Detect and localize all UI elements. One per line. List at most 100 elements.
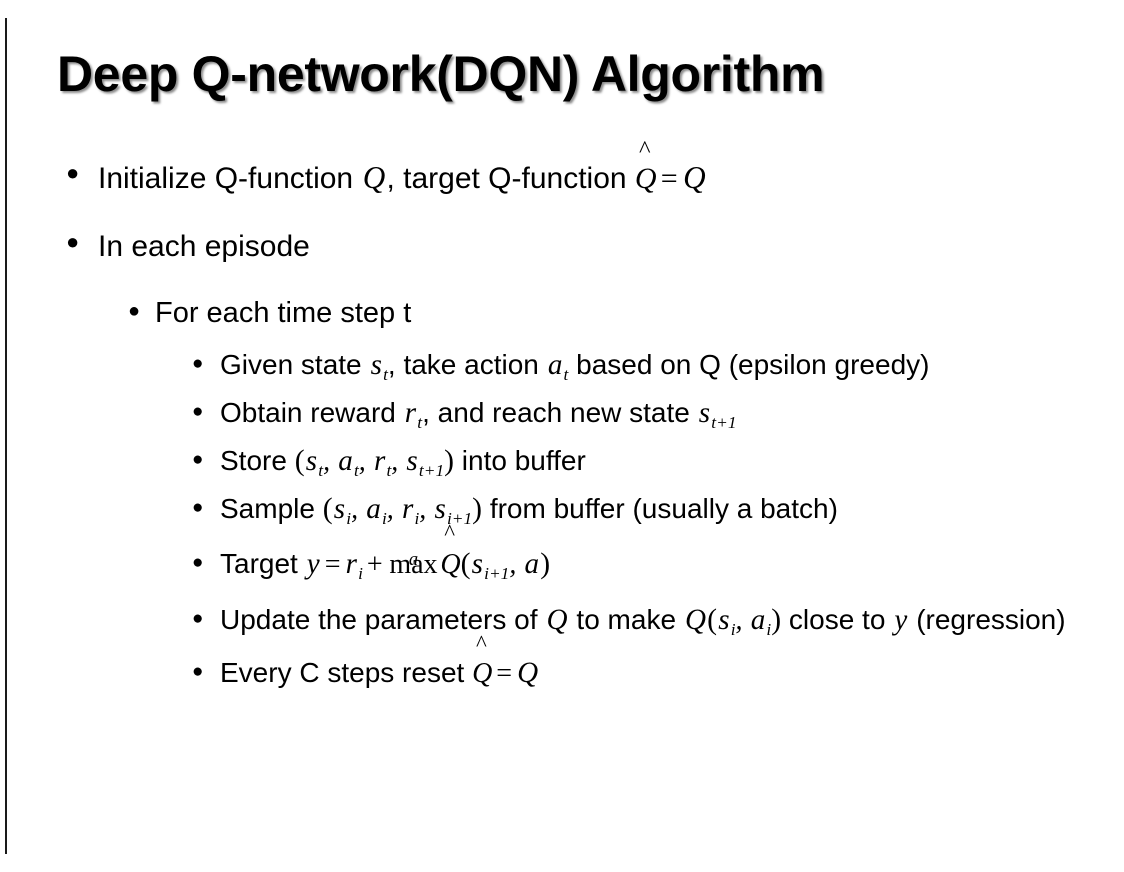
math-r: r: [404, 397, 417, 429]
max-label: max: [389, 549, 438, 580]
math-s: s: [305, 445, 318, 477]
math-s: s: [718, 604, 730, 636]
bullet-glyph: ●: [192, 401, 204, 422]
list-item-reset-target: ● Every C steps reset ^Q=Q: [0, 632, 1124, 703]
list-item-for-each-time-step: ● For each time step t: [0, 285, 1124, 341]
text-fragment: Given state: [220, 349, 370, 380]
text-fragment: Every C steps reset: [220, 657, 473, 688]
math-subscript: i: [346, 508, 352, 528]
list-item-obtain-reward: ● Obtain reward rt, and reach new state …: [0, 389, 1124, 437]
list-item-text: For each time step t: [155, 297, 412, 329]
math-comma: ,: [386, 494, 401, 525]
math-equals: =: [660, 162, 678, 195]
list-item-text: Sample (si, ai, ri, si+1) from buffer (u…: [220, 485, 1094, 533]
list-item-text: Update the parameters of Q to make Q(si,…: [220, 596, 1094, 644]
max-limit: a: [408, 548, 419, 569]
math-subscript: i: [414, 508, 420, 528]
text-fragment: Obtain reward: [220, 397, 404, 428]
list-item-in-each-episode: ● In each episode: [0, 217, 1124, 277]
math-paren-close: ): [540, 548, 551, 580]
math-subscript: i+1: [484, 563, 510, 583]
math-q: Q: [517, 657, 539, 689]
math-a: a: [547, 349, 563, 381]
bullet-list: ● Initialize Q-function Q, target Q-func…: [0, 137, 1124, 703]
list-item-update: ● Update the parameters of Q to make Q(s…: [0, 596, 1124, 644]
hat-accent: ^: [639, 135, 651, 163]
math-s: s: [370, 349, 382, 381]
text-fragment: based on Q (epsilon greedy): [568, 349, 930, 380]
math-paren-open: (: [322, 493, 333, 525]
math-plus: +: [366, 549, 383, 580]
math-q: Q: [546, 604, 568, 636]
math-subscript: t+1: [418, 460, 445, 480]
math-a: a: [366, 493, 381, 525]
math-subscript: t: [353, 460, 359, 480]
math-a: a: [338, 445, 353, 477]
math-subscript: i: [358, 563, 363, 583]
math-r: r: [401, 493, 414, 525]
math-paren-close: ): [472, 493, 483, 525]
math-comma: ,: [735, 605, 750, 636]
math-subscript: t: [386, 460, 392, 480]
math-q-hat: ^Q: [472, 632, 493, 703]
hat-base: Q: [472, 658, 493, 689]
text-fragment: into buffer: [454, 445, 586, 476]
text-fragment: Initialize Q-function: [98, 162, 362, 195]
list-item-text: Every C steps reset ^Q=Q: [220, 632, 1094, 703]
text-fragment: Sample: [220, 493, 323, 524]
math-subscript: t: [417, 412, 423, 432]
list-item-text: Obtain reward rt, and reach new state st…: [220, 389, 1094, 437]
math-q-hat: ^Q: [634, 137, 657, 209]
math-r: r: [373, 445, 386, 477]
math-q: Q: [684, 604, 706, 636]
math-subscript: t: [563, 364, 569, 384]
text-fragment: Update the parameters of: [220, 604, 546, 635]
list-item-given-state: ● Given state st, take action at based o…: [0, 341, 1124, 389]
math-y: y: [306, 548, 320, 580]
math-r: r: [345, 548, 357, 580]
bullet-glyph: ●: [192, 608, 204, 629]
text-fragment: , and reach new state: [422, 397, 698, 428]
text-fragment: to make: [568, 604, 684, 635]
math-y: y: [894, 604, 908, 636]
list-item-text: Store (st, at, rt, st+1) into buffer: [220, 437, 1094, 485]
list-item-sample: ● Sample (si, ai, ri, si+1) from buffer …: [0, 485, 1124, 533]
math-comma: ,: [358, 446, 373, 477]
math-q: Q: [362, 160, 386, 195]
list-item-initialize: ● Initialize Q-function Q, target Q-func…: [0, 137, 1124, 209]
bullet-glyph: ●: [192, 552, 204, 573]
bullet-glyph: ●: [66, 160, 80, 185]
math-paren-open: (: [707, 604, 718, 636]
math-subscript: i: [381, 508, 387, 528]
math-comma: ,: [391, 446, 406, 477]
text-fragment: , take action: [387, 349, 547, 380]
math-q-hat: ^Q: [440, 521, 461, 596]
math-a: a: [524, 548, 540, 580]
list-item-text: Given state st, take action at based on …: [220, 341, 1094, 389]
list-item-store: ● Store (st, at, rt, st+1) into buffer: [0, 437, 1124, 485]
bullet-glyph: ●: [192, 353, 204, 374]
hat-base: Q: [634, 162, 657, 195]
text-fragment: close to: [781, 604, 894, 635]
hat-accent: ^: [444, 520, 455, 546]
math-comma: ,: [351, 494, 366, 525]
math-subscript: i+1: [446, 508, 473, 528]
hat-accent: ^: [475, 631, 487, 657]
math-a: a: [750, 604, 766, 636]
bullet-glyph: ●: [128, 300, 141, 322]
list-item-text: Initialize Q-function Q, target Q-functi…: [98, 137, 1124, 209]
math-equals: =: [324, 549, 341, 580]
math-comma: ,: [323, 446, 338, 477]
math-paren-close: ): [444, 445, 455, 477]
text-fragment: Target: [220, 548, 306, 579]
math-equals: =: [496, 658, 513, 689]
page-title: Deep Q-network(DQN) Algorithm: [57, 46, 825, 102]
bullet-glyph: ●: [192, 449, 204, 470]
hat-base: Q: [440, 549, 461, 580]
text-fragment: (regression): [908, 604, 1066, 635]
math-s: s: [406, 445, 418, 477]
